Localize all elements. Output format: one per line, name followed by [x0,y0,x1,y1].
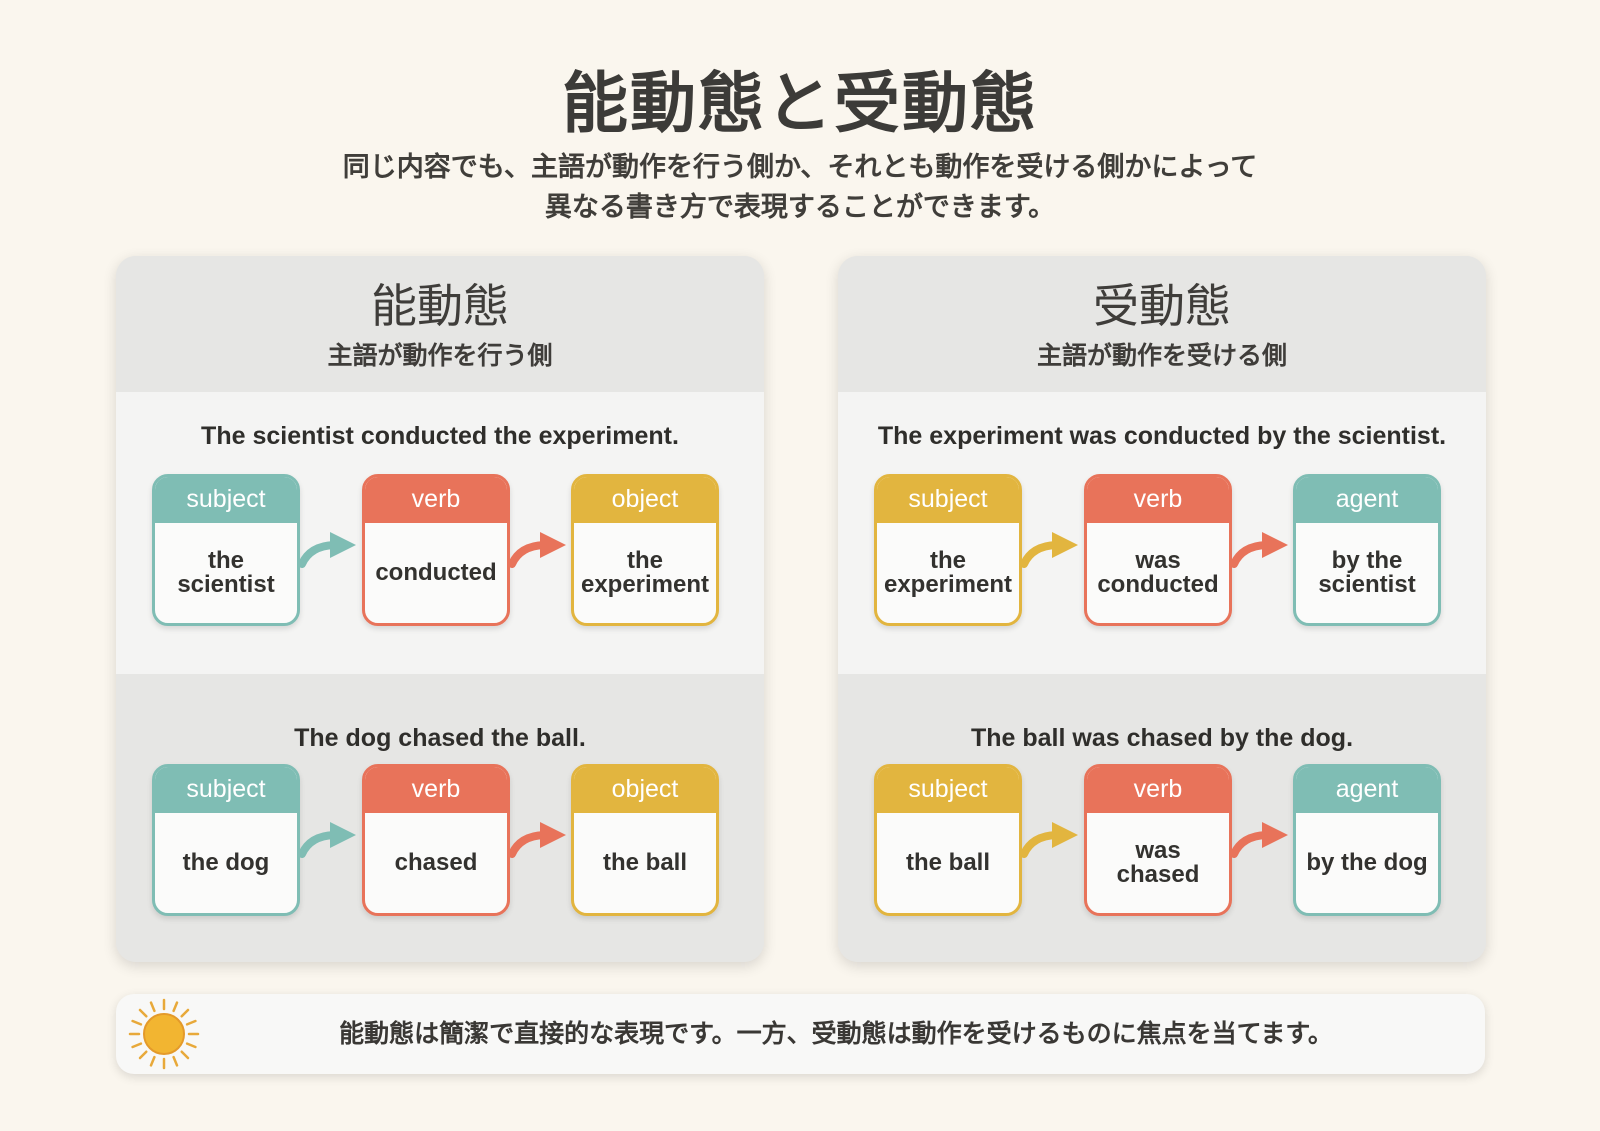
summary-note: 能動態は簡潔で直接的な表現です。一方、受動態は動作を受けるものに焦点を当てます。 [116,994,1485,1074]
subject-card: subject the dog [152,764,300,916]
arrow-icon [1020,532,1078,568]
card-phrase: the ball [602,849,687,876]
card-phrase: the dog [182,849,270,876]
example-sentence: The scientist conducted the experiment. [201,422,679,450]
panel-header: 能動態 主語が動作を行う側 [116,256,764,392]
arrow-icon [508,822,566,858]
subtitle-line-2: 異なる書き方で表現することができます。 [544,192,1056,223]
arrow-icon [1020,822,1078,858]
arrow-icon [298,822,356,858]
summary-text: 能動態は簡潔で直接的な表現です。一方、受動態は動作を受けるものに焦点を当てます。 [339,1019,1333,1048]
verb-card: verb chased [362,764,510,916]
example: The dog chased the ball. subject the dog v… [116,680,764,962]
panel-title: 能動態 [371,279,509,333]
card-role-label: agent [1296,477,1438,523]
card-role-label: subject [877,477,1019,523]
card-phrase: chased [394,849,478,876]
arrow-icon [1230,532,1288,568]
card-phrase: the ball [905,849,990,876]
card-role-label: object [574,477,716,523]
passive-voice-panel: 受動態 主語が動作を受ける側 The experiment was conduc… [838,256,1486,962]
card-role-label: verb [365,767,507,813]
card-role-label: verb [365,477,507,523]
example: The experiment was conducted by the scie… [838,392,1486,674]
subtitle-line-1: 同じ内容でも、主語が動作を行う側か、それとも動作を受ける側かによって [342,152,1258,183]
object-card: object the ball [571,764,719,916]
example-sentence: The ball was chased by the dog. [970,724,1354,752]
example-sentence: The dog chased the ball. [294,724,586,752]
card-role-label: object [574,767,716,813]
card-role-label: subject [155,767,297,813]
page-subtitle: 同じ内容でも、主語が動作を行う側か、それとも動作を受ける側かによって 異なる書き… [0,148,1600,228]
example-sentence: The experiment was conducted by the scie… [877,422,1447,450]
arrow-icon [298,532,356,568]
panel-title: 受動態 [1093,279,1231,333]
card-role-label: subject [155,477,297,523]
subject-card: subject the ball [874,764,1022,916]
card-phrase: by the dog [1306,849,1428,876]
sun-icon [128,998,200,1070]
card-role-label: subject [877,767,1019,813]
card-role-label: verb [1087,767,1229,813]
panel-subtitle: 主語が動作を受ける側 [1036,341,1287,370]
panel-subtitle: 主語が動作を行う側 [327,341,553,370]
active-voice-panel: 能動態 主語が動作を行う側 The scientist conducted th… [116,256,764,962]
arrow-icon [508,532,566,568]
panel-header: 受動態 主語が動作を受ける側 [838,256,1486,392]
example: The ball was chased by the dog. subject t… [838,680,1486,962]
card-phrase: conducted [375,559,497,586]
example: The scientist conducted the experiment. … [116,392,764,674]
verb-card: verb conducted [362,474,510,626]
card-role-label: verb [1087,477,1229,523]
arrow-icon [1230,822,1288,858]
card-role-label: agent [1296,767,1438,813]
agent-card: agent by the dog [1293,764,1441,916]
page-title: 能動態と受動態 [562,65,1038,142]
